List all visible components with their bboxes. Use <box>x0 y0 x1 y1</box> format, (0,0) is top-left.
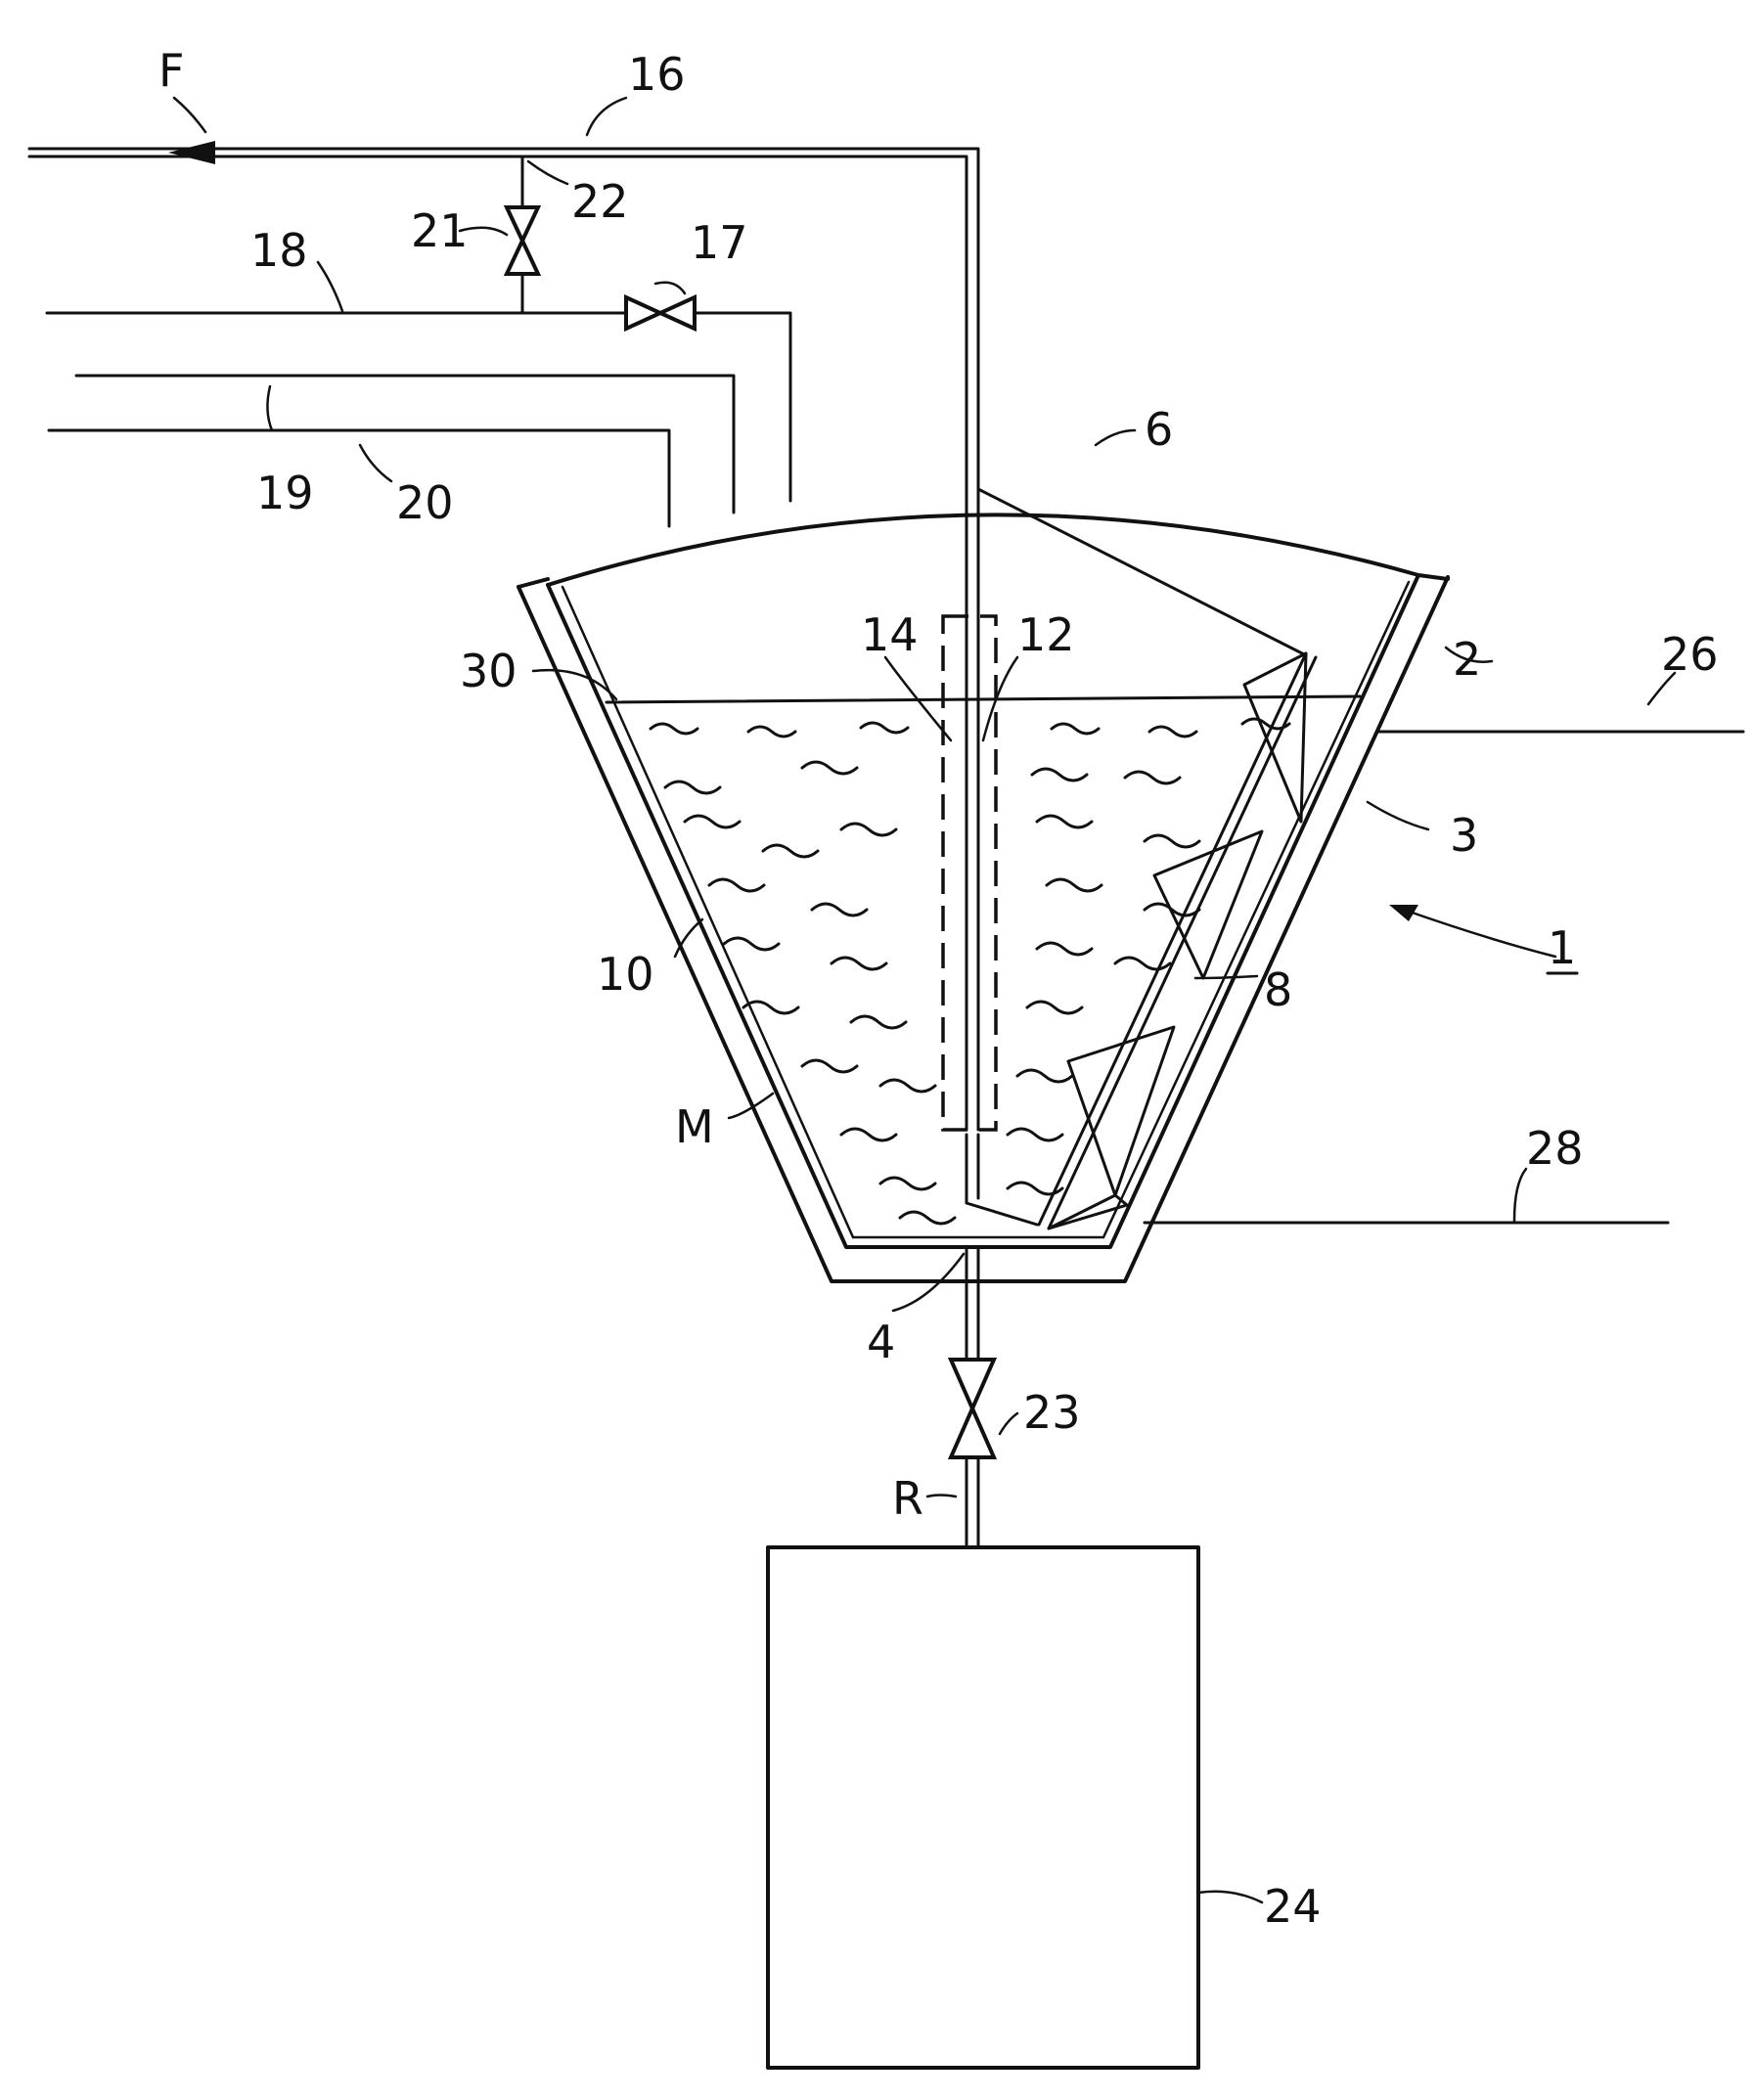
stirrer-blades-8 <box>1049 653 1306 1229</box>
outer-shell-2 <box>518 577 1448 1281</box>
label-12: 12 <box>1017 608 1075 661</box>
label-28: 28 <box>1526 1122 1584 1175</box>
label-8: 8 <box>1264 963 1292 1016</box>
label-23: 23 <box>1023 1386 1081 1439</box>
label-14: 14 <box>861 608 919 661</box>
stirrer-shaft <box>1039 653 1316 1229</box>
feed-line-16 <box>29 149 978 1130</box>
label-1: 1 <box>1548 921 1576 974</box>
line-18 <box>47 313 790 501</box>
liquid-waves <box>651 719 1289 1224</box>
label-M: M <box>675 1100 714 1153</box>
valve-23 <box>951 1360 994 1457</box>
flow-arrow-F <box>168 141 215 164</box>
label-21: 21 <box>411 204 469 257</box>
liquid-level-30 <box>607 696 1360 702</box>
label-30: 30 <box>460 645 517 697</box>
valve-17 <box>626 297 695 329</box>
label-19: 19 <box>256 467 314 519</box>
shield-12 <box>943 616 996 1130</box>
tank-24 <box>768 1547 1198 2068</box>
label-R: R <box>892 1472 923 1525</box>
label-17: 17 <box>691 216 748 269</box>
label-18: 18 <box>250 224 308 277</box>
label-F: F <box>158 44 184 97</box>
label-26: 26 <box>1661 628 1719 681</box>
vessel-1-arrow <box>1389 905 1555 957</box>
label-20: 20 <box>396 476 454 529</box>
central-pipe-14 <box>967 1135 1037 1225</box>
label-16: 16 <box>628 48 686 101</box>
label-4: 4 <box>867 1316 895 1368</box>
label-22: 22 <box>571 175 629 228</box>
label-6: 6 <box>1145 403 1173 456</box>
vessel-lid <box>548 514 1418 585</box>
label-2: 2 <box>1453 633 1481 686</box>
label-10: 10 <box>597 948 654 1001</box>
leader-lines <box>174 98 1675 1902</box>
label-24: 24 <box>1264 1880 1322 1933</box>
label-3: 3 <box>1450 809 1478 862</box>
valve-21 <box>507 207 538 274</box>
